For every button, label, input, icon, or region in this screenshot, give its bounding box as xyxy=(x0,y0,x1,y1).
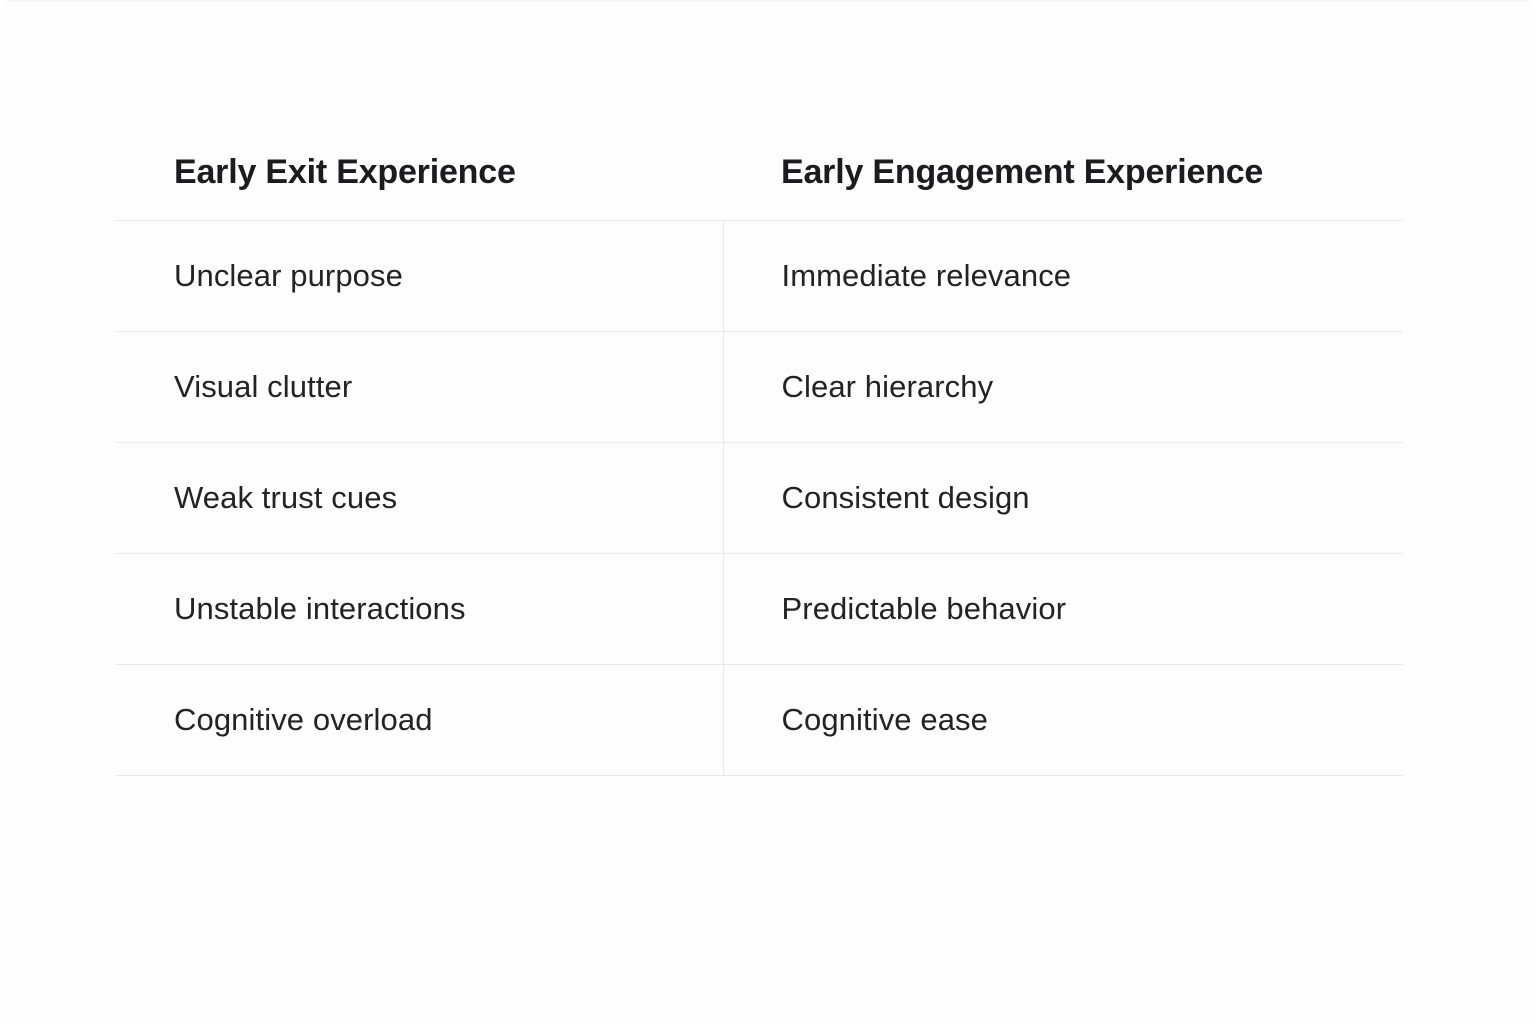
cell-exit-5: Cognitive overload xyxy=(116,664,724,776)
cell-engagement-3: Consistent design xyxy=(723,442,1403,554)
cell-exit-1: Unclear purpose xyxy=(116,220,724,332)
cell-exit-2: Visual clutter xyxy=(116,331,724,443)
column-header-early-exit-experience: Early Exit Experience xyxy=(116,124,723,221)
table-row: Unclear purpose Immediate relevance xyxy=(116,220,1403,332)
table-header: Early Exit Experience Early Engagement E… xyxy=(116,124,1403,221)
cell-engagement-4: Predictable behavior xyxy=(723,553,1403,665)
comparison-table-wrapper: Early Exit Experience Early Engagement E… xyxy=(116,124,1403,776)
table-body: Unclear purpose Immediate relevance Visu… xyxy=(116,220,1403,776)
cell-exit-4: Unstable interactions xyxy=(116,553,724,665)
table-header-row: Early Exit Experience Early Engagement E… xyxy=(116,124,1403,221)
cell-exit-3: Weak trust cues xyxy=(116,442,724,554)
table-row: Visual clutter Clear hierarchy xyxy=(116,331,1403,443)
comparison-table: Early Exit Experience Early Engagement E… xyxy=(116,124,1403,776)
table-row: Weak trust cues Consistent design xyxy=(116,442,1403,554)
cell-engagement-1: Immediate relevance xyxy=(723,220,1403,332)
cell-engagement-5: Cognitive ease xyxy=(723,664,1403,776)
table-row: Cognitive overload Cognitive ease xyxy=(116,664,1403,776)
table-row: Unstable interactions Predictable behavi… xyxy=(116,553,1403,665)
cell-engagement-2: Clear hierarchy xyxy=(723,331,1403,443)
column-header-early-engagement-experience: Early Engagement Experience xyxy=(723,124,1403,221)
